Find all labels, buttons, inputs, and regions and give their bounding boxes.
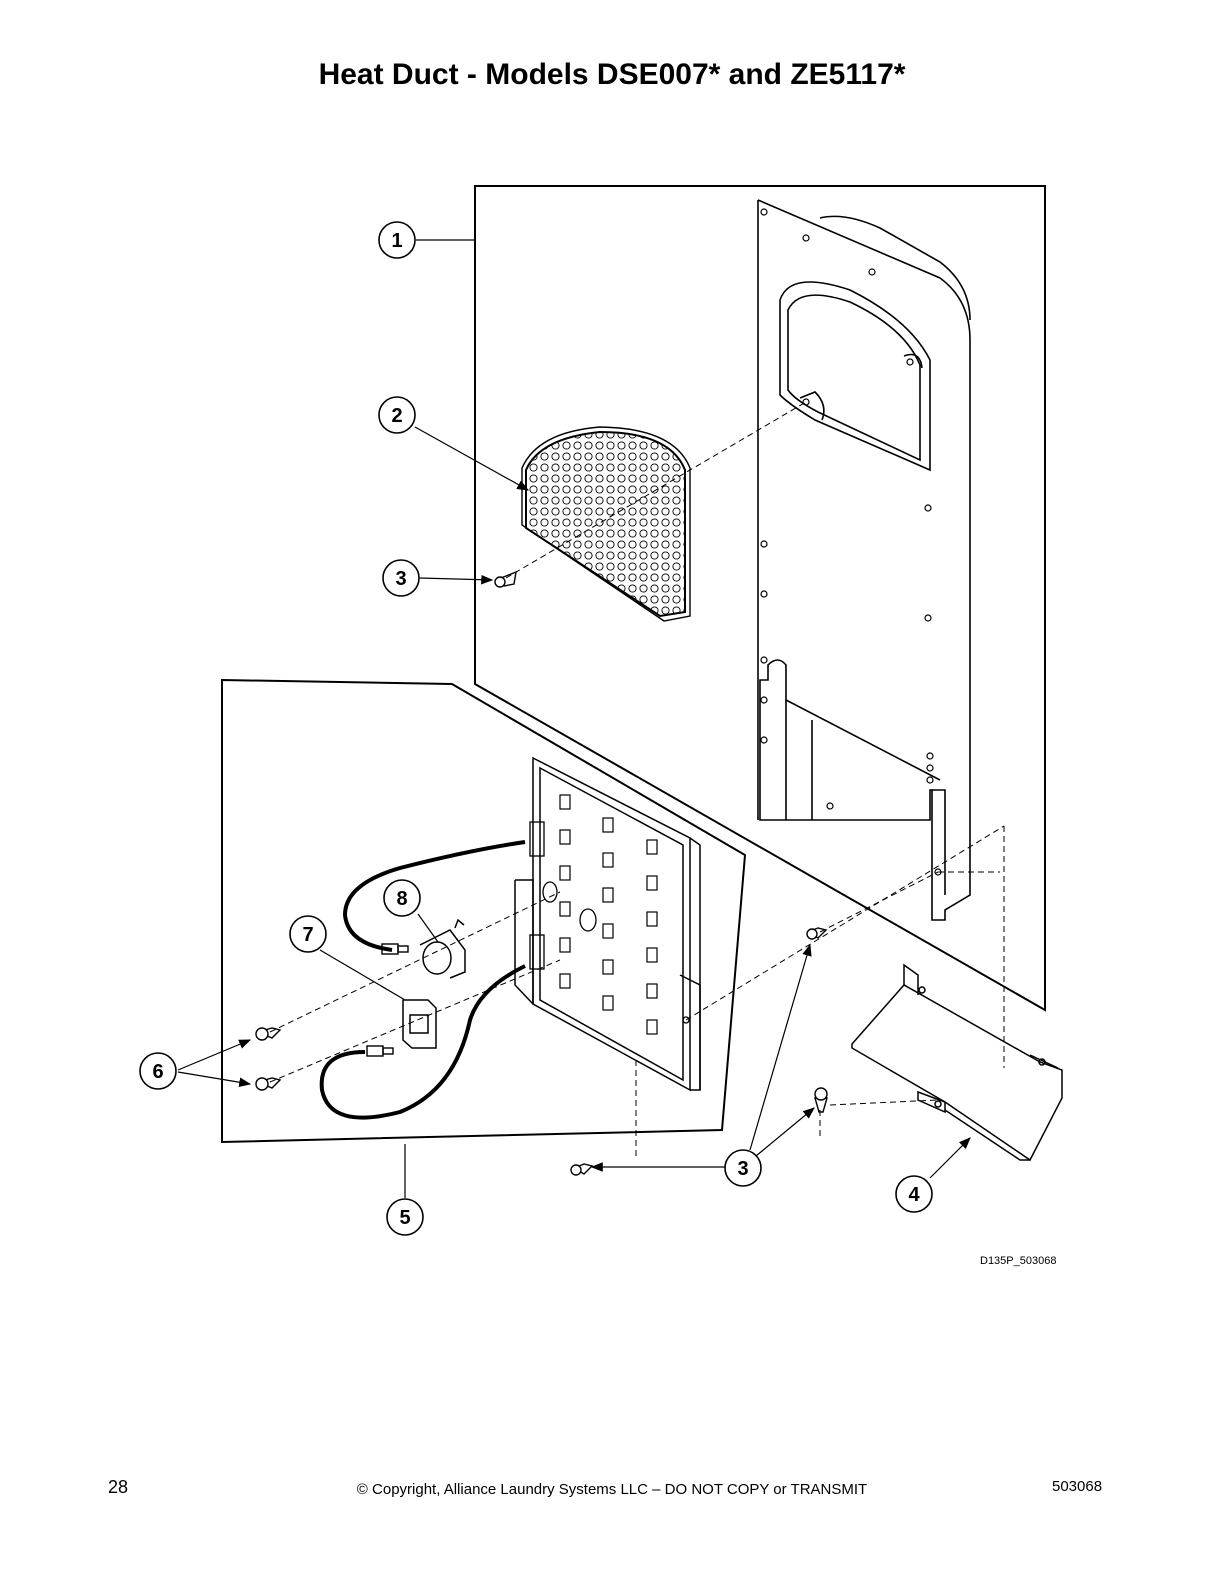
callout-label-3b: 3	[737, 1158, 748, 1180]
callout-label-1: 1	[391, 230, 402, 252]
thermostat-8	[419, 918, 466, 979]
bracket-4	[851, 963, 1063, 1162]
assembly-5-outline	[221, 678, 747, 1144]
callouts	[139, 221, 933, 1236]
callout-label-4: 4	[908, 1184, 920, 1206]
callout-label-6: 6	[152, 1061, 163, 1083]
callout-2	[378, 396, 416, 434]
callout-label-3a: 3	[395, 568, 406, 590]
figure-id: D135P_503068	[980, 1255, 1057, 1267]
leader-lines	[177, 239, 971, 1198]
callout-4	[895, 1175, 933, 1213]
heater-coil-tabs	[559, 794, 658, 1035]
callout-7	[289, 915, 327, 953]
callout-3b	[724, 1149, 762, 1187]
callout-label-5: 5	[399, 1207, 410, 1229]
callout-3a	[382, 559, 420, 597]
callout-label-2: 2	[391, 405, 402, 427]
callout-label-7: 7	[302, 924, 313, 946]
footer-copyright: © Copyright, Alliance Laundry Systems LL…	[356, 1481, 868, 1498]
page-title: Heat Duct - Models DSE007* and ZE5117*	[318, 58, 906, 91]
footer-page-number: 28	[108, 1477, 129, 1497]
cutoff-7	[402, 999, 437, 1049]
callout-5	[386, 1198, 424, 1236]
wire-harness	[319, 840, 526, 1120]
heater-element	[514, 756, 701, 1092]
screws	[255, 570, 828, 1176]
assembly-1-outline	[474, 185, 1046, 1012]
footer-doc-number: 503068	[1052, 1478, 1103, 1495]
callout-8	[383, 879, 421, 917]
assembly-lines	[269, 401, 1005, 1158]
callout-label-8: 8	[396, 888, 407, 910]
callout-1	[378, 221, 416, 259]
lint-screen	[525, 430, 686, 618]
heat-duct-panel	[757, 199, 971, 921]
callout-6	[139, 1052, 177, 1090]
panel-mounting-holes	[760, 208, 942, 876]
